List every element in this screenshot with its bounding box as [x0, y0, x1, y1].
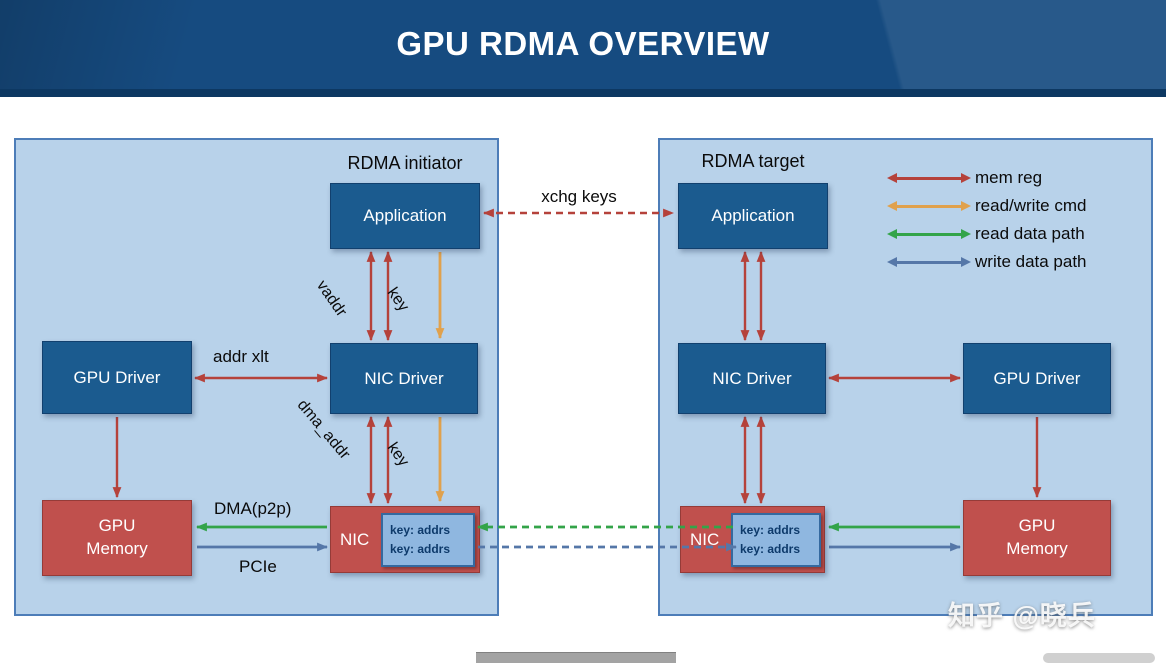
target-title: RDMA target — [701, 151, 805, 171]
initiator-nic-label: NIC — [340, 529, 370, 549]
initiator-nic-box: NIC key: addrs key: addrs — [330, 506, 480, 573]
addr-xlt-label: addr xlt — [213, 347, 269, 366]
legend-label: write data path — [975, 252, 1087, 271]
target-gpu-memory-box: GPU Memory — [963, 500, 1111, 576]
legend-label: read data path — [975, 224, 1085, 243]
legend-row-read-write-cmd: read/write cmd — [887, 192, 1087, 220]
watermark: 知乎 @晓兵 — [948, 601, 1096, 631]
initiator-nic-driver-box: NIC Driver — [330, 343, 478, 414]
dma-p2p-label: DMA(p2p) — [214, 499, 292, 518]
mem-reg-arrow-icon — [887, 172, 971, 183]
target-application-box: Application — [678, 183, 828, 249]
target-nic-label: NIC — [690, 529, 720, 549]
legend-row-read-data-path: read data path — [887, 220, 1087, 248]
key-entry: key: addrs — [390, 522, 451, 537]
legend: mem reg read/write cmd read data path wr… — [887, 164, 1087, 276]
key-entry: key: addrs — [740, 522, 801, 537]
header-decoration-right — [706, 0, 1166, 89]
write-data-path-arrow-icon — [887, 256, 971, 267]
legend-row-write-data-path: write data path — [887, 248, 1087, 276]
header-divider-strip — [0, 89, 1166, 97]
initiator-application-box: Application — [330, 183, 480, 249]
bottom-scrollbar[interactable] — [476, 652, 676, 663]
target-nic-key-table: key: addrs key: addrs — [731, 513, 821, 567]
clipped-footer-mark — [1043, 653, 1155, 663]
key-entry: key: addrs — [740, 541, 801, 556]
initiator-gpu-driver-box: GPU Driver — [42, 341, 192, 414]
legend-label: mem reg — [975, 168, 1043, 187]
target-gpu-driver-box: GPU Driver — [963, 343, 1111, 414]
pcie-label: PCIe — [239, 557, 277, 576]
target-nic-driver-box: NIC Driver — [678, 343, 826, 414]
header-decoration-left — [0, 0, 420, 89]
initiator-nic-key-table: key: addrs key: addrs — [381, 513, 475, 567]
target-nic-box: NIC key: addrs key: addrs — [680, 506, 825, 573]
initiator-gpu-memory-box: GPU Memory — [42, 500, 192, 576]
legend-label: read/write cmd — [975, 196, 1087, 215]
legend-row-mem-reg: mem reg — [887, 164, 1087, 192]
read-data-path-arrow-icon — [887, 228, 971, 239]
read-write-cmd-arrow-icon — [887, 200, 971, 211]
header-banner: GPU RDMA OVERVIEW — [0, 0, 1166, 89]
page-title: GPU RDMA OVERVIEW — [396, 25, 770, 62]
initiator-title: RDMA initiator — [347, 153, 463, 173]
xchg-keys-label: xchg keys — [541, 187, 617, 206]
key-entry: key: addrs — [390, 541, 451, 556]
